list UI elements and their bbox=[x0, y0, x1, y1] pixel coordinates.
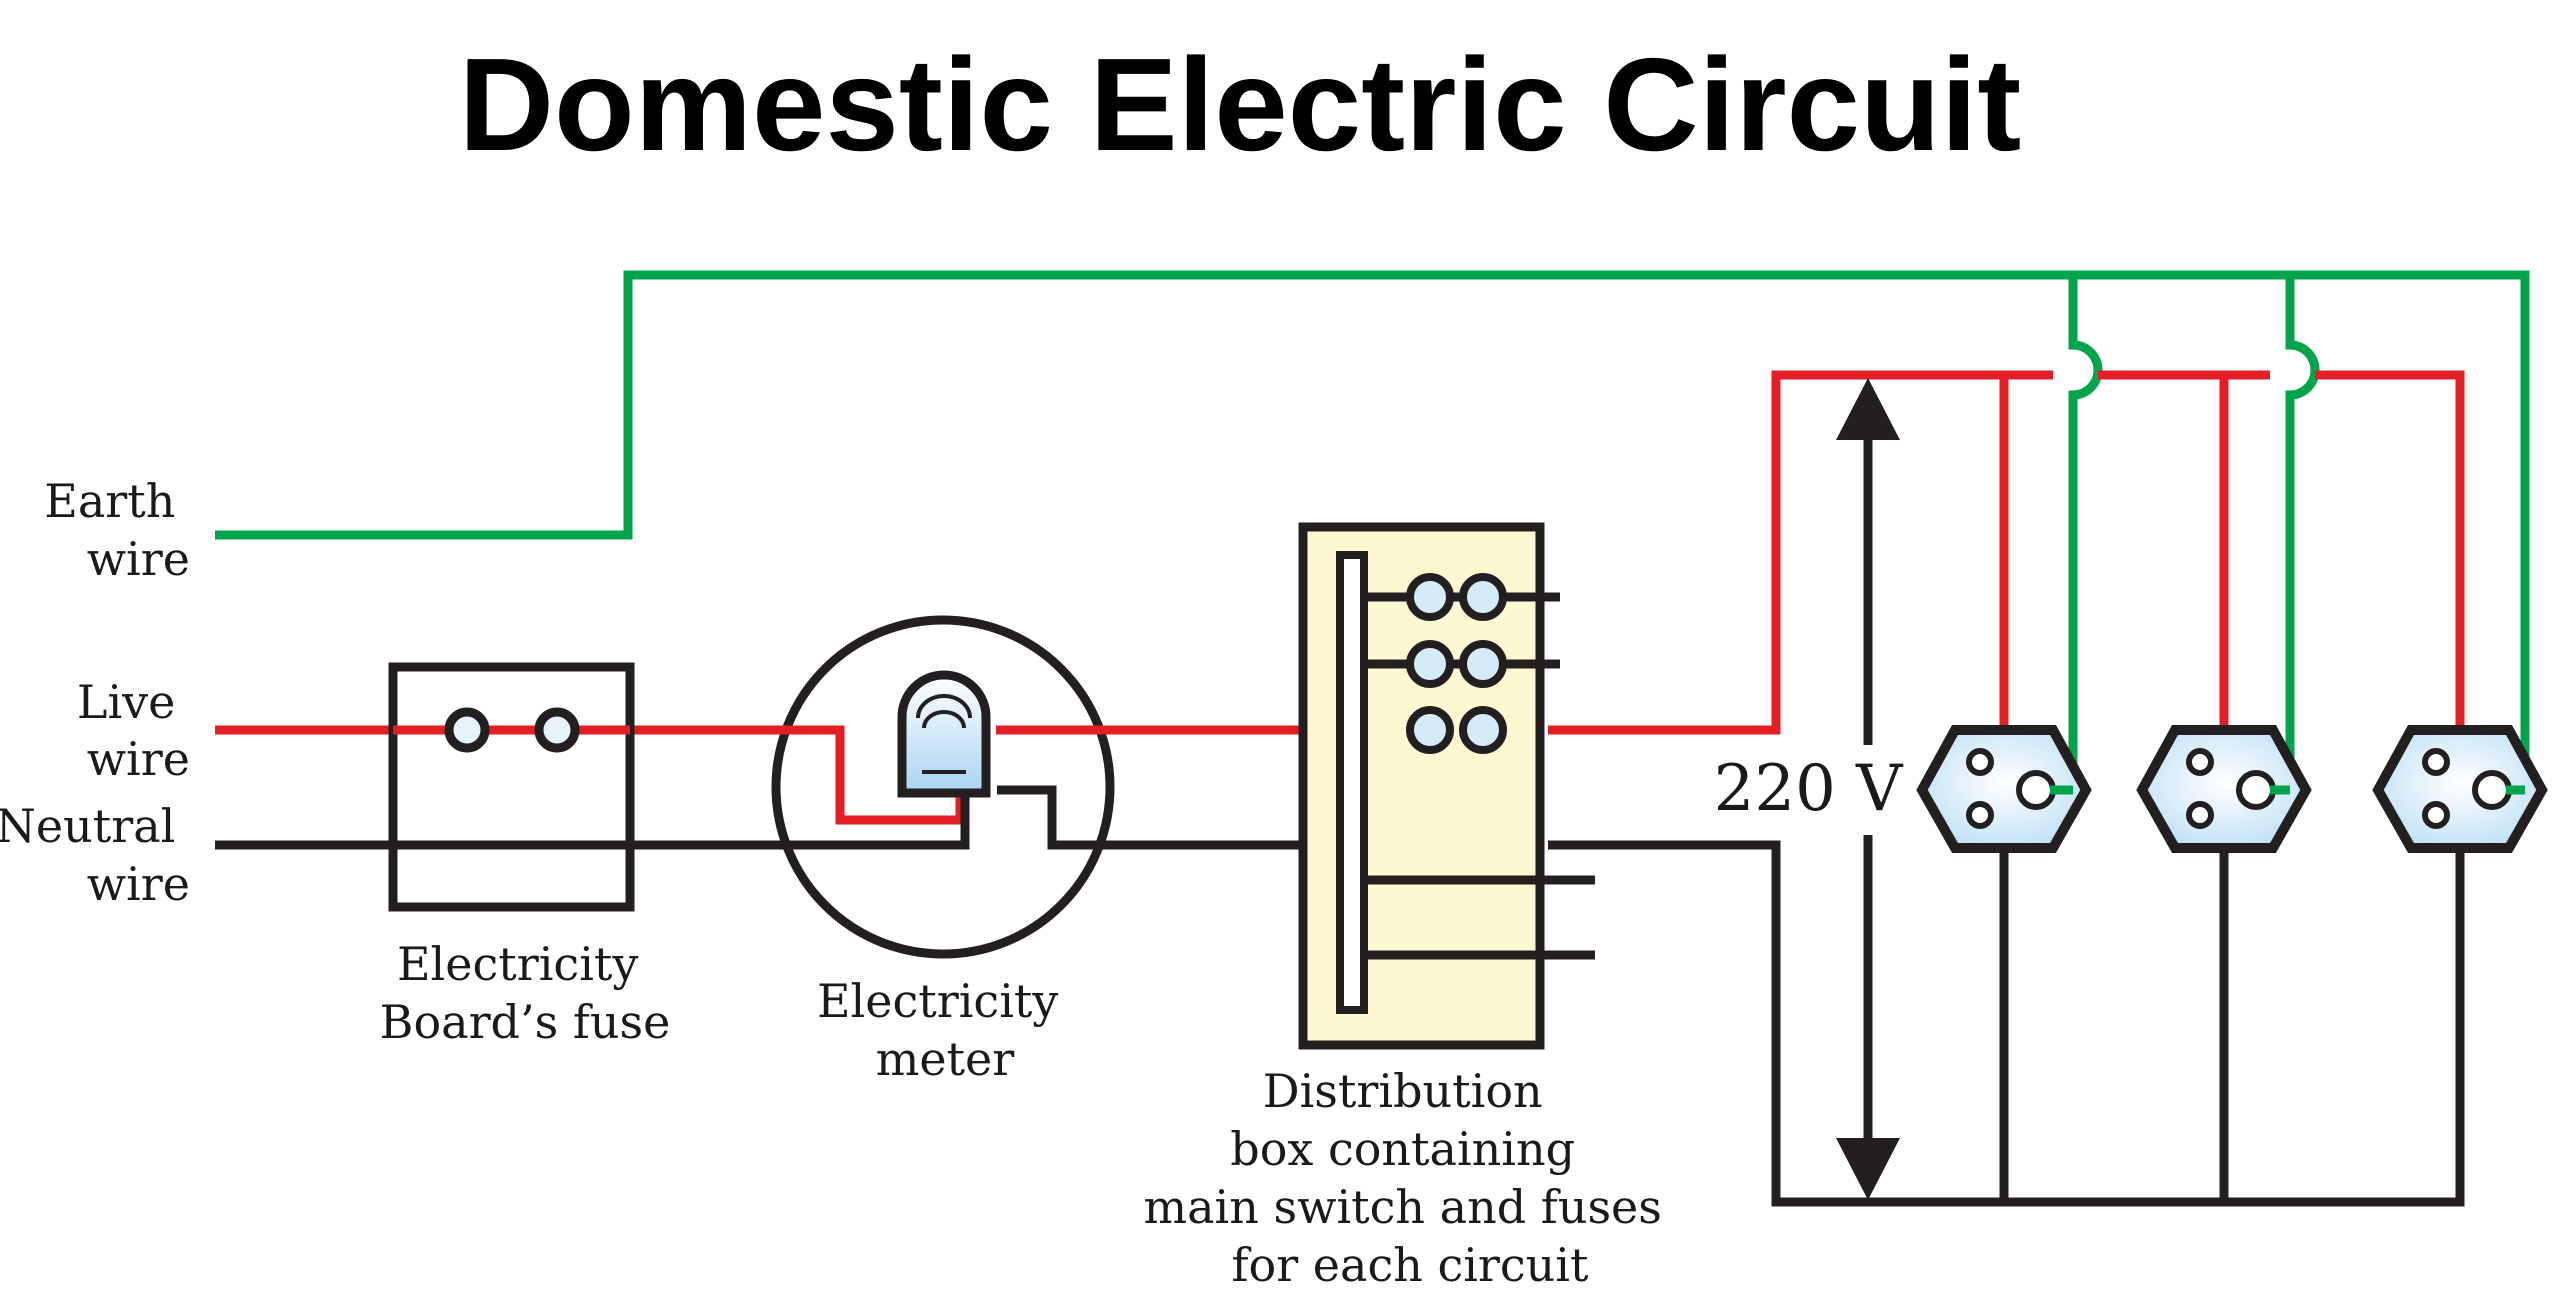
earth-wire bbox=[215, 270, 2530, 795]
earth-wire-label: Earth wire bbox=[44, 474, 190, 586]
distribution-box-label-line-3: main switch and fuses bbox=[1143, 1180, 1661, 1234]
distribution-box-label: Distribution box containing main switch … bbox=[1143, 1064, 1676, 1292]
page-title: Domestic Electric Circuit bbox=[459, 31, 2022, 178]
distribution-box-icon bbox=[1298, 522, 1595, 1050]
fuse-label-line-1: Electricity bbox=[397, 937, 638, 991]
live-wire-label-line-2: wire bbox=[87, 732, 190, 786]
distribution-box-label-line-4: for each circuit bbox=[1231, 1238, 1589, 1292]
meter-label-line-1: Electricity bbox=[817, 974, 1058, 1028]
neutral-wire-label-line-2: wire bbox=[87, 857, 190, 911]
voltage-arrow bbox=[1710, 378, 1910, 1200]
meter-icon bbox=[771, 615, 1115, 959]
socket-icon bbox=[1916, 725, 2092, 853]
fuse-label-line-2: Board’s fuse bbox=[380, 995, 671, 1049]
distribution-box-label-line-2: box containing bbox=[1230, 1122, 1575, 1176]
earth-wire-label-line-2: wire bbox=[87, 532, 190, 586]
neutral-wire-label: Neutral wire bbox=[0, 799, 190, 911]
fuse-icon bbox=[388, 662, 635, 912]
meter-label-line-2: meter bbox=[876, 1032, 1015, 1086]
meter-label: Electricity meter bbox=[817, 974, 1073, 1086]
neutral-wire-label-line-1: Neutral bbox=[0, 799, 175, 853]
earth-wire-label-line-1: Earth bbox=[44, 474, 175, 528]
voltage-label: 220 V bbox=[1714, 752, 1905, 826]
socket-icon bbox=[2372, 725, 2548, 853]
live-wire-label: Live wire bbox=[77, 675, 190, 786]
socket-icon bbox=[2136, 725, 2312, 853]
distribution-box-label-line-1: Distribution bbox=[1263, 1064, 1543, 1118]
fuse-label: Electricity Board’s fuse bbox=[380, 937, 671, 1049]
live-wire-label-line-1: Live bbox=[77, 675, 175, 729]
